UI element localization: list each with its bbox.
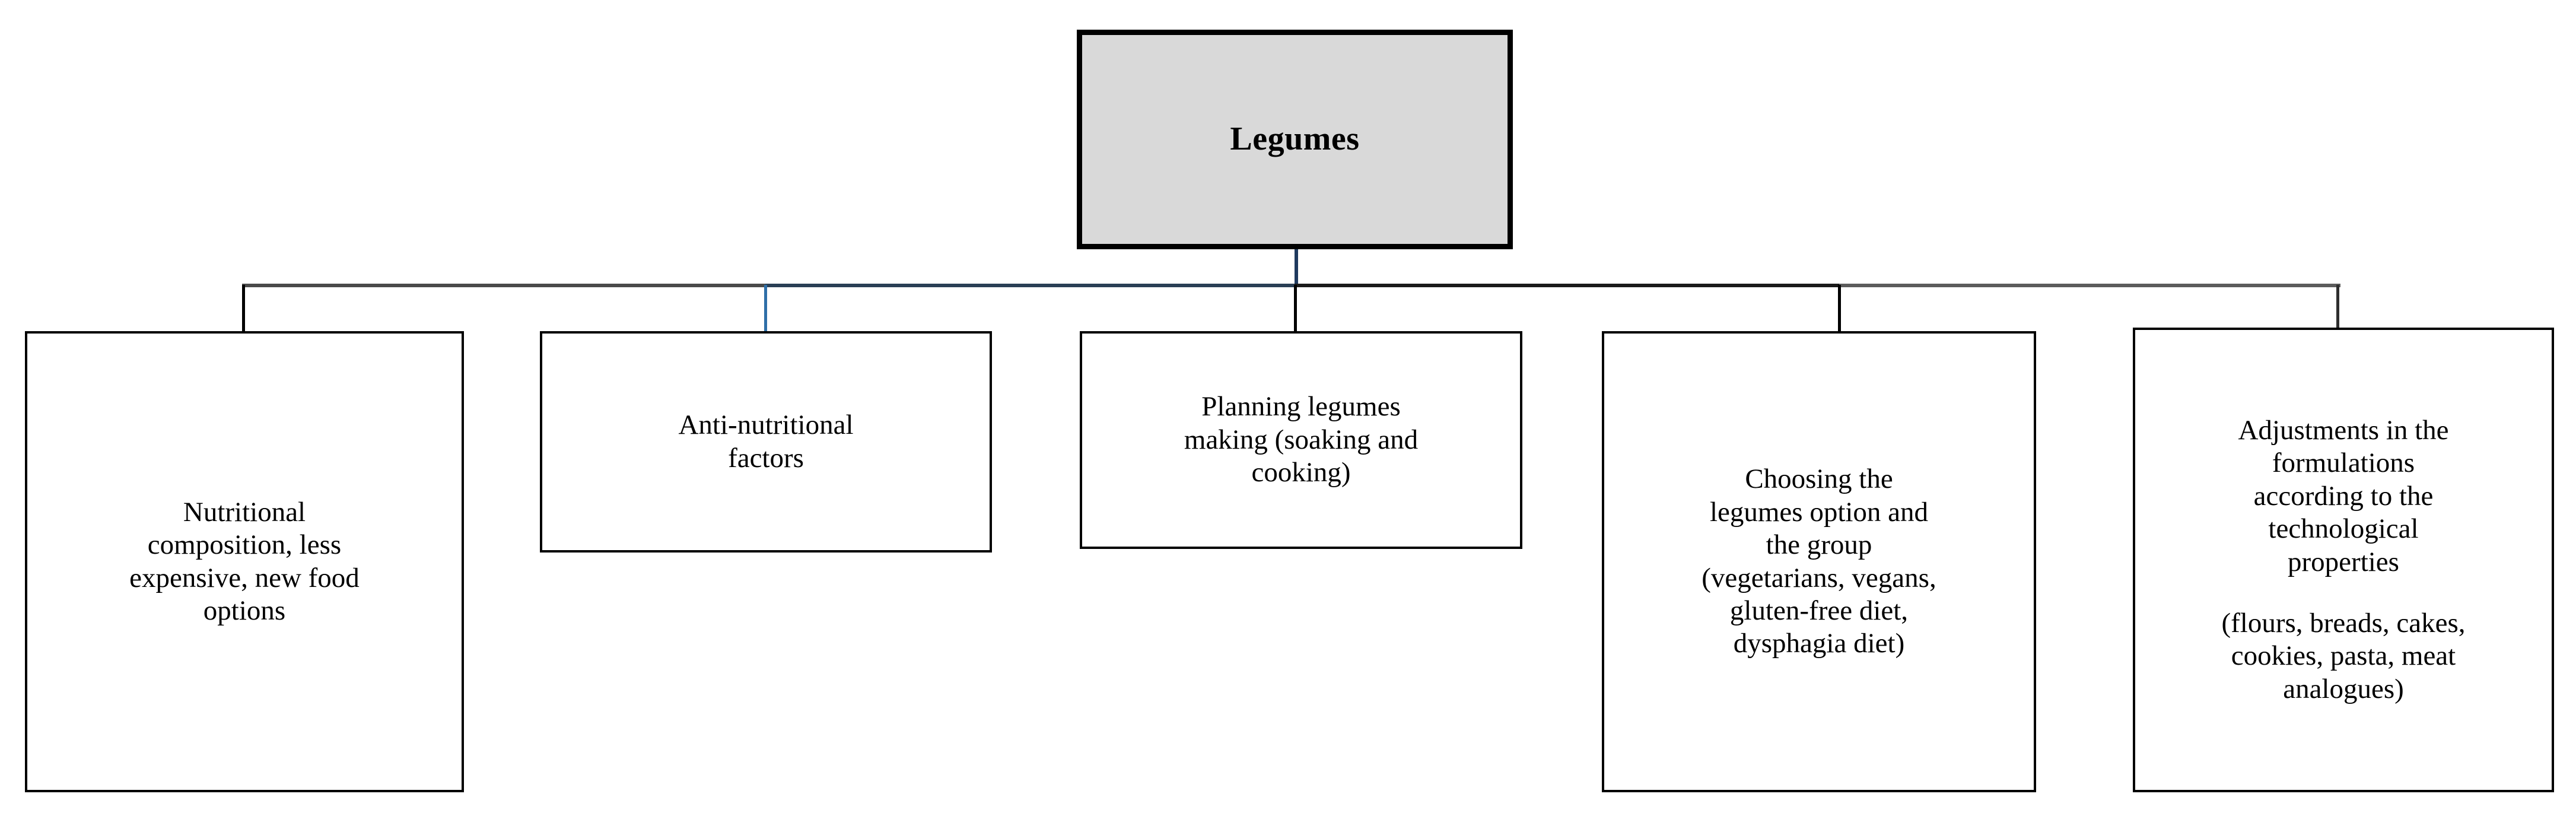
connector-drop-anti-nutritional-factors [764,285,767,332]
node-formulation-adjustments[interactable]: Adjustments in the formulations accordin… [2133,328,2554,792]
connector-drop-nutritional-composition [242,285,245,332]
root-node-label: Legumes [1230,120,1360,158]
connector-drop-formulation-adjustments [2336,285,2339,330]
node-choosing-legumes-option-text: Choosing the legumes option and the grou… [1702,463,1936,659]
connector-horizontal-bar-segment-left [242,284,765,287]
node-nutritional-composition[interactable]: Nutritional composition, less expensive,… [25,331,464,792]
connector-horizontal-bar-segment-mid-right [1295,284,1839,287]
node-planning-legumes-making[interactable]: Planning legumes making (soaking and coo… [1080,331,1522,549]
node-planning-legumes-making-text: Planning legumes making (soaking and coo… [1184,391,1419,488]
node-choosing-legumes-option[interactable]: Choosing the legumes option and the grou… [1602,331,2036,792]
connector-drop-choosing-legumes-option [1838,285,1841,332]
node-nutritional-composition-text: Nutritional composition, less expensive,… [129,496,360,626]
connector-drop-planning-legumes-making [1294,285,1297,332]
node-formulation-adjustments-text-primary: Adjustments in the formulations accordin… [2238,414,2449,577]
root-node-legumes[interactable]: Legumes [1077,30,1513,249]
node-formulation-adjustments-text-examples: (flours, breads, cakes, cookies, pasta, … [2221,607,2466,704]
connector-horizontal-bar-segment-right [1839,284,2340,287]
node-anti-nutritional-factors[interactable]: Anti-nutritional factors [540,331,992,553]
connector-root-stem [1295,249,1298,286]
connector-horizontal-bar-segment-mid-left [765,284,1295,287]
node-anti-nutritional-factors-text: Anti-nutritional factors [678,409,854,474]
